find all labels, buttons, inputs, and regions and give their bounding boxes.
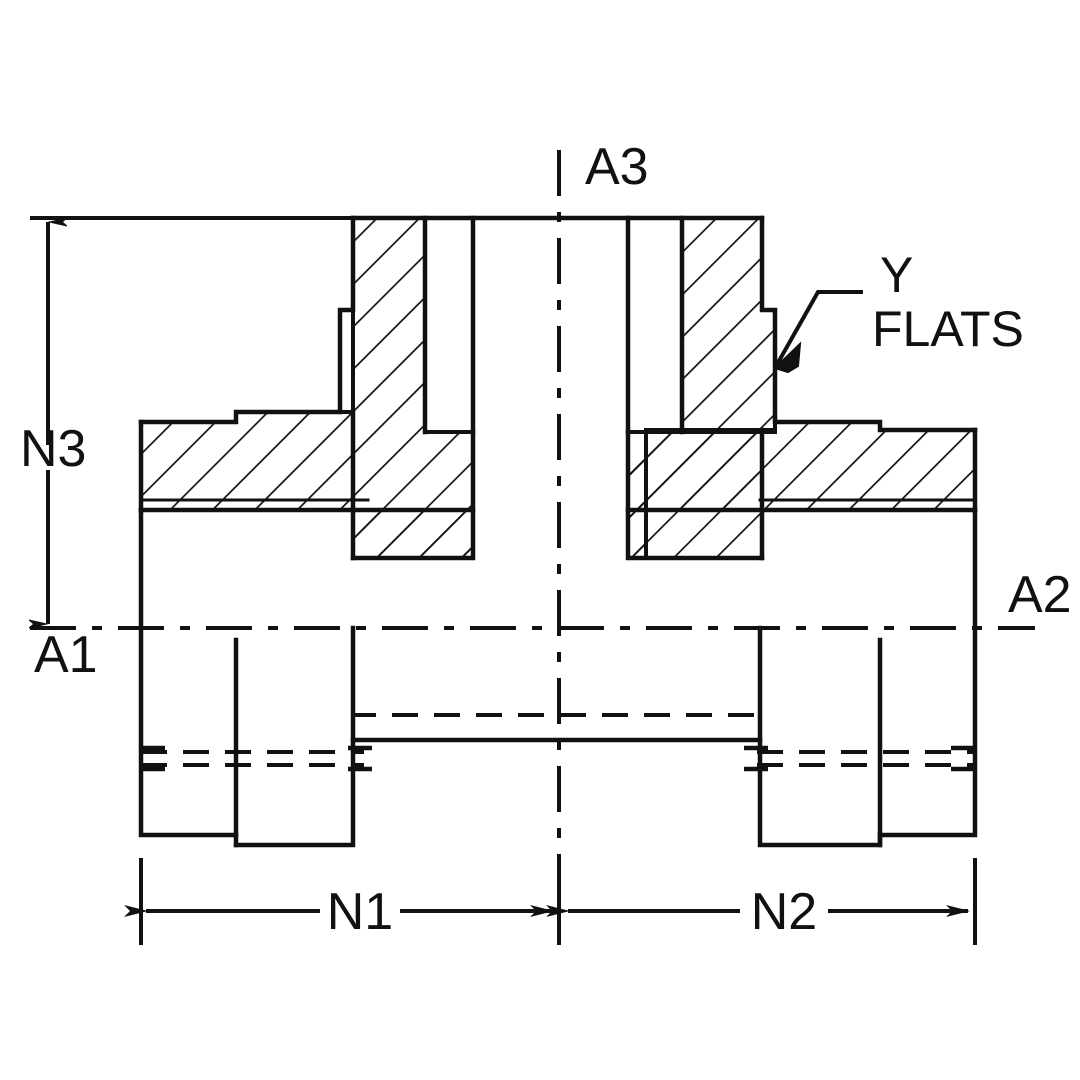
lower-half-outline: [138, 507, 978, 848]
axis-label-a3: A3: [585, 138, 649, 196]
n1-label: N1: [327, 883, 393, 941]
centerlines: [30, 150, 1035, 930]
left-end-outer-profile: [138, 507, 239, 838]
n3-label: N3: [20, 420, 86, 478]
hidden-lines: [141, 628, 975, 767]
dimension-n1-n2: N1 N2: [124, 858, 977, 945]
axis-label-a2: A2: [1008, 566, 1072, 624]
y-flats-leader-line: [773, 290, 863, 369]
note-y-flats: Y FLATS: [773, 247, 1024, 374]
y-flats-label-line1: Y: [880, 247, 913, 303]
right-arm-lower-section: [628, 432, 762, 558]
hidden-thread-ticks: [141, 745, 975, 772]
axis-label-a1: A1: [34, 626, 98, 684]
right-end-outer-profile: [877, 507, 978, 838]
left-branch-wall-section: [351, 216, 475, 560]
hidden-branch-bore-left: [351, 628, 760, 717]
n2-label: N2: [751, 883, 817, 941]
left-branch-outer-edge: [138, 215, 356, 425]
right-branch-seat: [625, 429, 765, 561]
left-branch-seat: [350, 429, 476, 561]
y-flats-label-line2: FLATS: [872, 301, 1024, 357]
y-flats-leader-arrowhead: [773, 341, 802, 374]
dimension-n3: N3: [20, 216, 360, 624]
right-branch-outer-edge: [759, 215, 978, 433]
